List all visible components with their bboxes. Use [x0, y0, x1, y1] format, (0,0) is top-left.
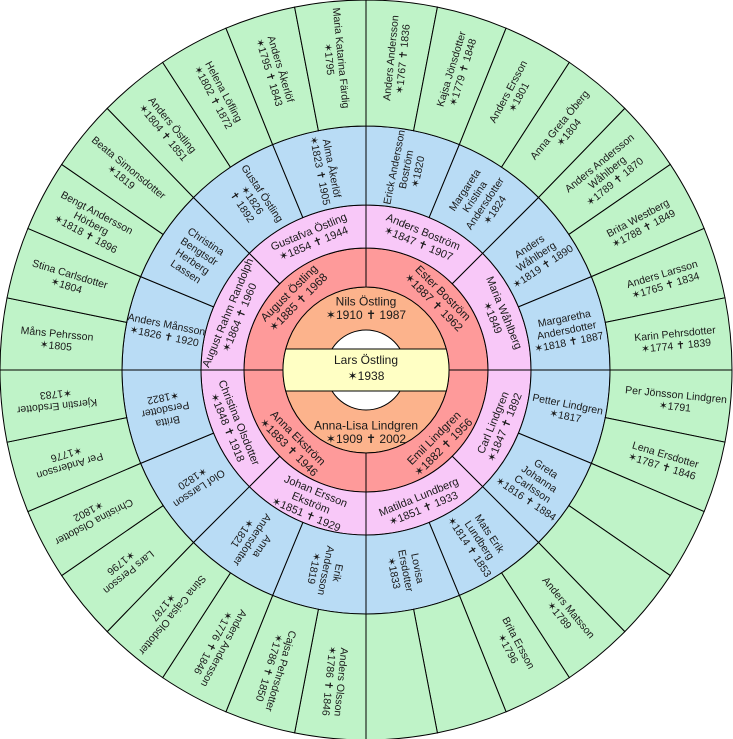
- person-detail: ✶1795: [321, 43, 336, 76]
- ring1-person-1: Anna-Lisa Lindgren✶1909 ✝ 2002: [314, 418, 418, 446]
- person-name: Nils Östling: [336, 294, 397, 308]
- ring1-person-0: Nils Östling✶1910 ✝ 1987: [326, 294, 406, 322]
- person-name: Erik: [329, 563, 344, 584]
- person-name: Britta: [154, 413, 181, 430]
- person-detail: ✶1909 ✝ 2002: [326, 432, 406, 446]
- person-name: Lovisa: [408, 552, 426, 584]
- person-detail: ✶1805: [39, 339, 72, 354]
- center-person-dates: ✶1938: [348, 369, 385, 383]
- center-band[interactable]: [282, 348, 450, 392]
- person-detail: ✶1910 ✝ 1987: [326, 308, 406, 322]
- center-person[interactable]: Lars Östling ✶1938: [334, 353, 398, 383]
- ring5-segment-31[interactable]: [0, 369, 128, 443]
- center-person-name: Lars Östling: [334, 353, 398, 367]
- person-detail: ✶1783: [39, 386, 72, 401]
- person-name: Anna-Lisa Lindgren: [314, 418, 418, 432]
- person-detail: ✶1791: [658, 400, 691, 415]
